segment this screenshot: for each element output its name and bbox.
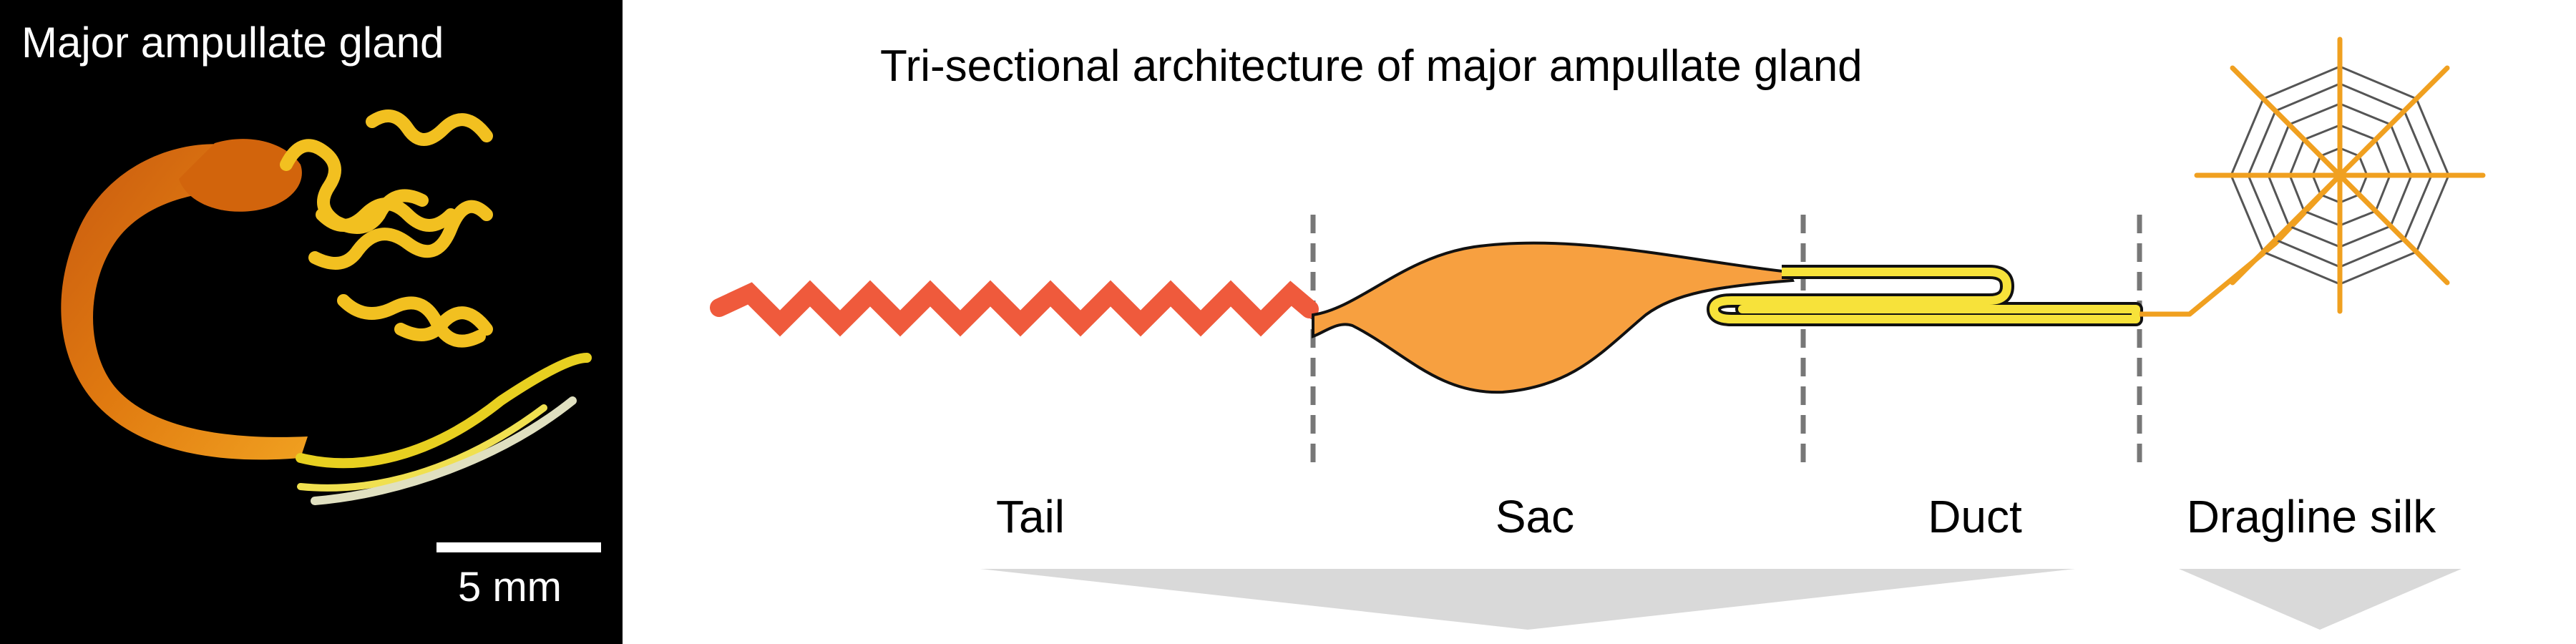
section-label-tail: Tail [995,491,1065,542]
scale-bar-label: 5 mm [458,564,562,610]
gland-photo-panel: Major ampullate gland 5 mm [0,0,623,644]
scale-bar [436,542,601,552]
gland-sac-head [179,139,302,212]
duct-shape [1707,265,2143,326]
gland-arrow [980,569,2075,630]
gland-sac-shape [61,144,308,460]
photo-title: Major ampullate gland [21,19,444,67]
gland-duct-strands [296,353,592,505]
diagram-title: Tri-sectional architecture of major ampu… [880,42,1863,91]
gland-photo [61,109,592,505]
tail-zigzag [710,280,1319,337]
silk-arrow [2179,569,2462,630]
section-label-dragline-silk: Dragline silk [2186,491,2436,542]
section-label-sac: Sac [1495,491,1575,542]
section-label-duct: Duct [1928,491,2022,542]
sac-shape [1312,241,1795,394]
gland-tail-coils [280,109,493,348]
spider-web-icon [2194,36,2486,314]
section-dividers [1310,215,2142,465]
